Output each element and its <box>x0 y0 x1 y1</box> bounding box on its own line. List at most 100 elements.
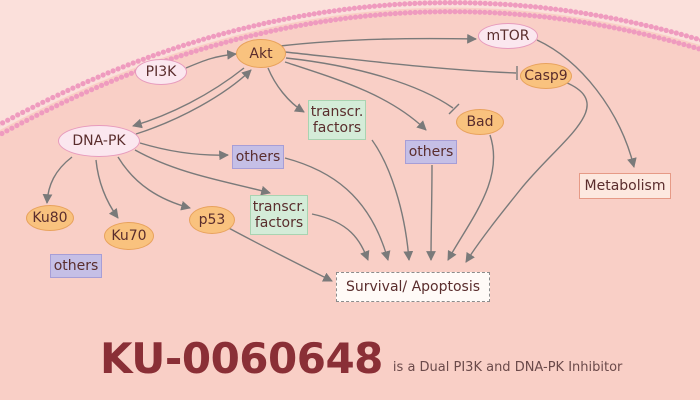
membrane-dot <box>268 28 274 34</box>
membrane-dot <box>407 1 413 7</box>
membrane-dot <box>522 3 529 9</box>
arrow-akt-dnapk <box>132 67 245 129</box>
membrane-dot <box>318 19 324 25</box>
membrane-dot <box>35 102 41 108</box>
membrane-dot <box>346 6 352 12</box>
membrane-dot <box>372 12 378 18</box>
membrane-dot <box>497 1 503 7</box>
membrane-dot <box>296 13 302 19</box>
node-pi3k-label: PI3K <box>145 64 177 80</box>
membrane-dot <box>150 53 156 59</box>
membrane-dot <box>160 49 166 55</box>
node-survival-apoptosis: Survival/ Apoptosis <box>336 272 490 302</box>
membrane-dot <box>387 11 393 17</box>
membrane-dot <box>253 31 259 38</box>
membrane-dot <box>80 81 86 87</box>
membrane-dot <box>661 36 667 42</box>
membrane-dot <box>263 29 269 35</box>
membrane-dot <box>417 0 423 6</box>
membrane-dot <box>377 3 383 9</box>
membrane-dot <box>561 16 568 22</box>
arrow-dnapk-p53 <box>117 156 191 211</box>
membrane-dot <box>543 5 549 11</box>
membrane-dot <box>19 120 25 126</box>
membrane-dot <box>487 9 493 16</box>
node-casp9-label: Casp9 <box>524 68 568 84</box>
membrane-dot <box>541 14 548 20</box>
membrane-dot <box>641 31 647 37</box>
membrane-dot <box>216 32 222 38</box>
compound-description: is a Dual PI3K and DNA-PK Inhibitor <box>392 360 623 375</box>
membrane-dot <box>392 1 398 8</box>
membrane-dot <box>581 19 588 25</box>
node-p53: p53 <box>189 206 235 234</box>
membrane-dot <box>608 15 614 21</box>
membrane-dot <box>437 9 443 15</box>
membrane-dot <box>576 19 583 25</box>
membrane-dot <box>291 14 297 20</box>
node-tf-low-line1: transcr. <box>252 199 306 215</box>
membrane-dot <box>492 10 498 16</box>
membrane-dot <box>598 13 604 19</box>
membrane-dot <box>457 9 463 15</box>
membrane-dot <box>120 64 126 70</box>
arrow-dnapk-tf-low <box>134 149 271 196</box>
membrane-dot <box>306 12 312 18</box>
membrane-dot <box>175 44 181 50</box>
membrane-dot <box>683 33 690 39</box>
membrane-dot <box>367 12 373 19</box>
node-akt-label: Akt <box>249 45 273 62</box>
membrane-dot <box>118 74 125 80</box>
membrane-dot <box>648 24 654 30</box>
node-metabolism: Metabolism <box>579 173 671 199</box>
membrane-dot <box>586 20 592 26</box>
membrane-dot <box>556 16 563 22</box>
membrane-dot <box>211 33 217 39</box>
membrane-dot <box>676 40 682 46</box>
membrane-dot <box>452 9 458 15</box>
membrane-dot <box>99 82 105 88</box>
membrane-dot <box>517 2 524 9</box>
membrane-dot <box>671 39 677 45</box>
membrane-dot <box>30 104 36 110</box>
node-ku70-label: Ku70 <box>111 228 147 244</box>
membrane-dot <box>377 12 383 18</box>
membrane-dot <box>638 21 644 27</box>
membrane-dot <box>673 30 679 36</box>
membrane-dot <box>537 4 544 10</box>
membrane-dot <box>568 8 574 14</box>
membrane-dot <box>591 21 597 27</box>
membrane-dot <box>462 9 468 15</box>
membrane-dot <box>123 72 130 78</box>
membrane-dot <box>251 23 257 29</box>
membrane-dot <box>382 2 388 8</box>
membrane-dot <box>29 115 35 121</box>
membrane-dot <box>653 25 659 31</box>
node-others-right: others <box>232 145 284 169</box>
node-others-left-label: others <box>53 258 99 274</box>
arrow-bad-survival <box>447 134 495 261</box>
membrane-dot <box>105 70 111 76</box>
membrane-dot <box>5 117 11 123</box>
membrane-dot <box>79 91 85 97</box>
arrow-tf-top-survival <box>371 139 414 261</box>
arrow-dnapk-others-right <box>139 142 229 161</box>
membrane-dot <box>457 0 463 6</box>
membrane-dot <box>326 8 332 15</box>
membrane-dot <box>351 5 357 11</box>
membrane-dot <box>417 9 423 15</box>
arrow-others-right-survival <box>284 157 391 261</box>
membrane-dot <box>221 30 227 37</box>
membrane-dot <box>0 130 5 137</box>
membrane-dot <box>183 51 189 57</box>
membrane-dot <box>286 15 292 21</box>
membrane-dot <box>108 78 115 84</box>
membrane-dot <box>145 54 151 61</box>
node-bad-label: Bad <box>466 114 494 130</box>
membrane-dot <box>311 11 317 17</box>
membrane-dot <box>316 10 322 16</box>
membrane-dot <box>226 29 232 35</box>
membrane-dot <box>180 42 187 49</box>
membrane-dot <box>633 20 639 26</box>
membrane-dot <box>74 93 80 99</box>
